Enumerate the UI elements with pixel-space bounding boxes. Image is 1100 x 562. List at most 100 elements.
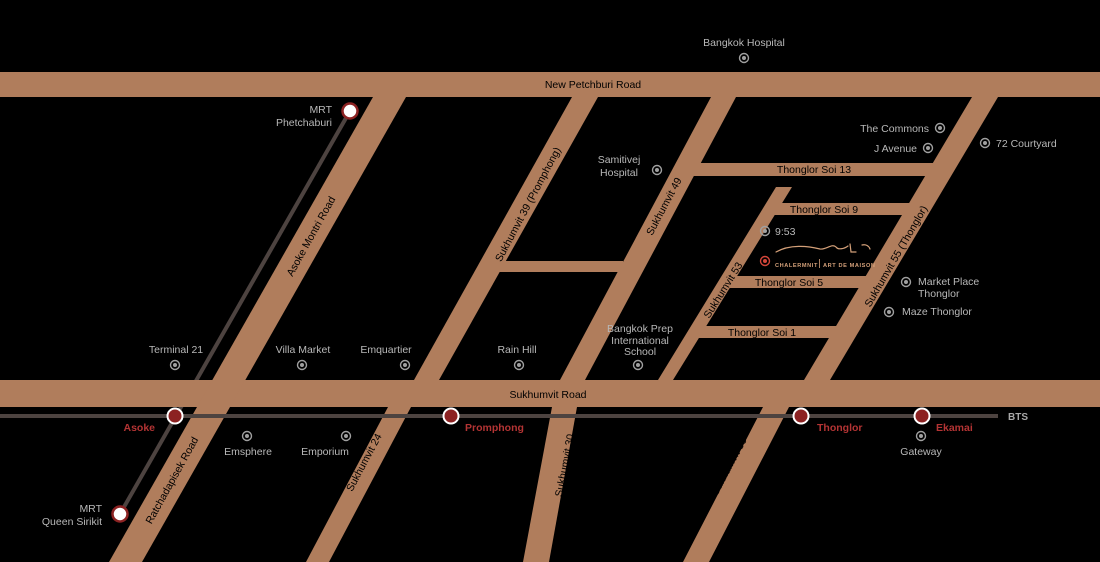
road-network	[0, 72, 1100, 562]
poi-label-villa-market: Villa Market	[276, 344, 331, 356]
poi-marker-dot	[983, 141, 987, 145]
poi-marker-dot	[926, 146, 930, 150]
label-thonglor-soi-5: Thonglor Soi 5	[755, 277, 823, 289]
poi-marker-icon[interactable]	[513, 359, 525, 371]
poi-9-53[interactable]: 9:53	[759, 225, 796, 238]
road-thonglor-soi-13	[685, 163, 943, 176]
poi-label-the-commons: The Commons	[860, 123, 929, 135]
station-label-promphong: Promphong	[465, 422, 524, 434]
poi-label-emporium: Emporium	[301, 446, 349, 458]
poi-marker-icon[interactable]	[934, 122, 946, 134]
poi-label-j-avenue: J Avenue	[874, 143, 917, 155]
poi-bangkok-prep[interactable]: Bangkok Prep International School	[607, 323, 673, 371]
poi-marker-icon[interactable]	[651, 164, 663, 176]
station-mrt-phetchaburi[interactable]: MRT Phetchaburi	[276, 102, 359, 130]
poi-label-bangkok-hospital: Bangkok Hospital	[703, 37, 785, 49]
station-marker-promphong[interactable]	[442, 407, 460, 425]
poi-samitivej-hospital[interactable]: Samitivej Hospital	[598, 154, 663, 179]
poi-market-place-thonglor[interactable]: Market Place Thonglor	[900, 276, 980, 300]
poi-terminal-21[interactable]: Terminal 21	[149, 344, 203, 371]
road-sukhumvit-24	[306, 407, 411, 562]
station-asoke[interactable]: Asoke	[123, 407, 184, 435]
road-sukhumvit-30	[523, 407, 577, 562]
poi-marker-dot	[763, 229, 767, 233]
poi-marker-dot	[344, 434, 348, 438]
road-sukhumvit-53	[658, 187, 792, 380]
road-new-petchburi	[0, 72, 1100, 97]
poi-marker-icon[interactable]	[759, 225, 771, 237]
poi-marker-icon[interactable]	[738, 52, 750, 64]
station-thonglor[interactable]: Thonglor	[792, 407, 863, 435]
poi-marker-icon[interactable]	[900, 276, 912, 288]
station-marker-mrt-phetchaburi[interactable]	[341, 102, 359, 120]
points-of-interest: Bangkok Hospital The Commons J Avenue 72…	[149, 37, 1057, 458]
mrt-line	[118, 110, 352, 515]
poi-villa-market[interactable]: Villa Market	[276, 344, 331, 371]
station-marker-mrt-queen-sirikit[interactable]	[111, 505, 129, 523]
poi-emquartier[interactable]: Emquartier	[360, 344, 412, 371]
poi-marker-icon[interactable]	[632, 359, 644, 371]
poi-gateway[interactable]: Gateway	[900, 430, 942, 459]
project-marker-icon[interactable]	[759, 255, 771, 267]
road-asoke-montri-ratchadapisek	[109, 97, 406, 562]
logo-signature-mark	[775, 243, 871, 253]
label-thonglor-soi-1: Thonglor Soi 1	[728, 327, 796, 339]
poi-marker-icon[interactable]	[922, 142, 934, 154]
logo-text-left: CHALERMNIT	[775, 263, 818, 269]
station-label-thonglor: Thonglor	[817, 422, 863, 434]
station-promphong[interactable]: Promphong	[442, 407, 524, 435]
project-location[interactable]: CHALERMNIT ART DE MAISON	[759, 243, 876, 269]
station-marker-thonglor[interactable]	[792, 407, 810, 425]
poi-label-terminal-21: Terminal 21	[149, 344, 203, 356]
poi-72-courtyard[interactable]: 72 Courtyard	[979, 137, 1057, 150]
poi-marker-dot	[938, 126, 942, 130]
poi-marker-dot	[403, 363, 407, 367]
station-label-mrt-phetchaburi-1: MRT	[309, 104, 332, 116]
project-marker-dot	[763, 259, 767, 263]
poi-emsphere[interactable]: Emsphere	[224, 430, 272, 459]
poi-label-72-courtyard: 72 Courtyard	[996, 138, 1057, 150]
poi-marker-icon[interactable]	[296, 359, 308, 371]
poi-marker-dot	[517, 363, 521, 367]
station-ekamai[interactable]: Ekamai	[913, 407, 973, 435]
poi-marker-icon[interactable]	[241, 430, 253, 442]
poi-marker-dot	[919, 434, 923, 438]
station-marker-asoke[interactable]	[166, 407, 184, 425]
poi-bangkok-hospital[interactable]: Bangkok Hospital	[703, 37, 785, 64]
poi-label-rain-hill: Rain Hill	[497, 344, 536, 356]
bts-label: BTS	[1008, 412, 1028, 423]
poi-label-market-place-2: Thonglor	[918, 288, 960, 300]
poi-marker-dot	[245, 434, 249, 438]
poi-label-bkk-prep-1: Bangkok Prep	[607, 323, 673, 335]
poi-label-bkk-prep-2: International	[611, 335, 669, 347]
label-new-petchburi: New Petchburi Road	[545, 79, 641, 91]
station-label-ekamai: Ekamai	[936, 422, 973, 434]
poi-marker-icon[interactable]	[915, 430, 927, 442]
poi-marker-icon[interactable]	[979, 137, 991, 149]
poi-marker-icon[interactable]	[169, 359, 181, 371]
poi-j-avenue[interactable]: J Avenue	[874, 142, 934, 155]
poi-label-9-53: 9:53	[775, 226, 796, 238]
station-label-mrt-queen-sirikit-2: Queen Sirikit	[42, 516, 102, 528]
road-connector-39-49	[498, 261, 623, 272]
poi-marker-icon[interactable]	[340, 430, 352, 442]
label-thonglor-soi-13: Thonglor Soi 13	[777, 164, 851, 176]
poi-label-bkk-prep-3: School	[624, 346, 656, 358]
poi-label-emquartier: Emquartier	[360, 344, 412, 356]
poi-label-emsphere: Emsphere	[224, 446, 272, 458]
poi-marker-dot	[742, 56, 746, 60]
poi-the-commons[interactable]: The Commons	[860, 122, 946, 135]
poi-marker-icon[interactable]	[883, 306, 895, 318]
logo-text-right: ART DE MAISON	[823, 263, 876, 269]
poi-label-maze-thonglor: Maze Thonglor	[902, 306, 972, 318]
station-marker-ekamai[interactable]	[913, 407, 931, 425]
road-sukhumvit-36	[683, 407, 789, 562]
poi-emporium[interactable]: Emporium	[301, 430, 352, 459]
poi-marker-icon[interactable]	[399, 359, 411, 371]
station-mrt-queen-sirikit[interactable]: MRT Queen Sirikit	[42, 503, 129, 528]
poi-rain-hill[interactable]: Rain Hill	[497, 344, 537, 371]
poi-maze-thonglor[interactable]: Maze Thonglor	[883, 306, 973, 318]
stations: Asoke Promphong Thonglor Ekamai MRT Phet…	[42, 102, 973, 528]
poi-marker-dot	[904, 280, 908, 284]
